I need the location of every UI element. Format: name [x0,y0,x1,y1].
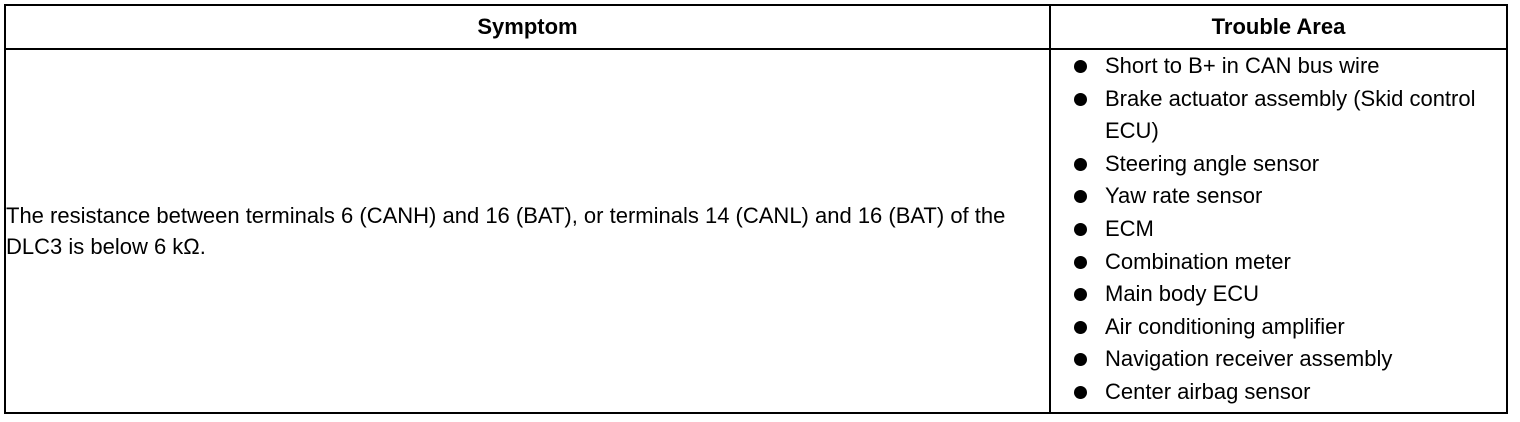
trouble-table: Symptom Trouble Area The resistance betw… [4,4,1508,414]
list-item: Brake actuator assembly (Skid control EC… [1051,83,1506,148]
bullet-icon [1074,222,1087,236]
bullet-icon [1074,157,1087,171]
trouble-area-label: Center airbag sensor [1105,378,1311,404]
trouble-area-cell: Short to B+ in CAN bus wire Brake actuat… [1049,48,1508,414]
header-trouble-area: Trouble Area [1049,4,1508,50]
bullet-icon [1074,92,1087,106]
bullet-icon [1074,288,1087,302]
bullet-icon [1074,353,1087,367]
list-item: Steering angle sensor [1051,148,1506,181]
header-symptom: Symptom [4,4,1051,50]
list-item: Yaw rate sensor [1051,180,1506,213]
bullet-icon [1074,385,1087,399]
list-item: Combination meter [1051,246,1506,279]
list-item: ECM [1051,213,1506,246]
symptom-cell: The resistance between terminals 6 (CANH… [4,48,1051,414]
trouble-area-label: ECM [1105,215,1154,241]
trouble-area-label: Yaw rate sensor [1105,183,1263,209]
bullet-icon [1074,255,1087,269]
trouble-area-label: Main body ECU [1105,281,1260,307]
list-item: Center airbag sensor [1051,376,1506,409]
trouble-area-label: Navigation receiver assembly [1105,346,1393,372]
header-row: Symptom Trouble Area [4,4,1508,50]
bullet-icon [1074,190,1087,204]
trouble-area-label: Brake actuator assembly (Skid control EC… [1105,85,1476,144]
trouble-area-label: Steering angle sensor [1105,150,1320,176]
trouble-area-list: Short to B+ in CAN bus wire Brake actuat… [1051,50,1506,409]
list-item: Main body ECU [1051,278,1506,311]
bullet-icon [1074,60,1087,73]
table-row: The resistance between terminals 6 (CANH… [4,48,1508,414]
trouble-area-label: Combination meter [1105,248,1291,274]
list-item: Short to B+ in CAN bus wire [1051,50,1506,83]
bullet-icon [1074,320,1087,334]
list-item: Air conditioning amplifier [1051,311,1506,344]
trouble-area-label: Air conditioning amplifier [1105,313,1345,339]
trouble-area-label: Short to B+ in CAN bus wire [1105,53,1380,78]
list-item: Navigation receiver assembly [1051,343,1506,376]
